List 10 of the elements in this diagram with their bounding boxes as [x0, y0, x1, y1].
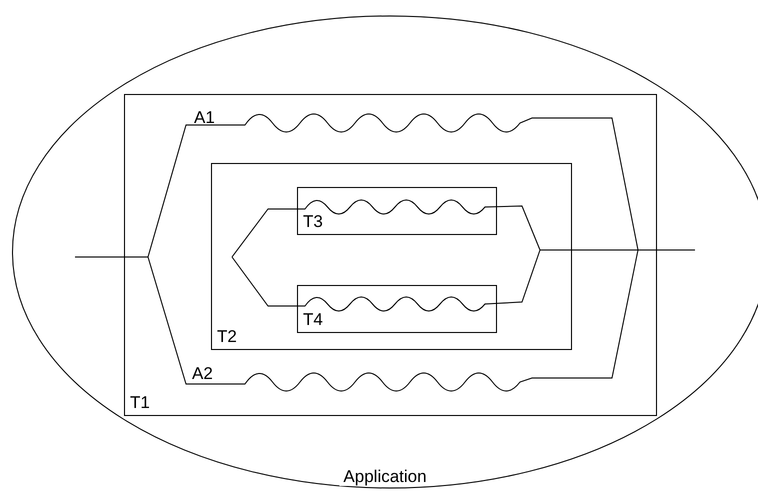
- nested-box: [124, 94, 657, 416]
- nested-box: [297, 285, 497, 333]
- thread-label: A2: [192, 364, 213, 383]
- nested-box: [211, 163, 572, 350]
- nested-box: [297, 187, 497, 235]
- thread-label: A1: [194, 108, 215, 127]
- box-label: T3: [303, 212, 323, 231]
- box-label: T4: [303, 310, 323, 329]
- box-label: T2: [217, 327, 237, 346]
- box-label: T1: [130, 393, 150, 412]
